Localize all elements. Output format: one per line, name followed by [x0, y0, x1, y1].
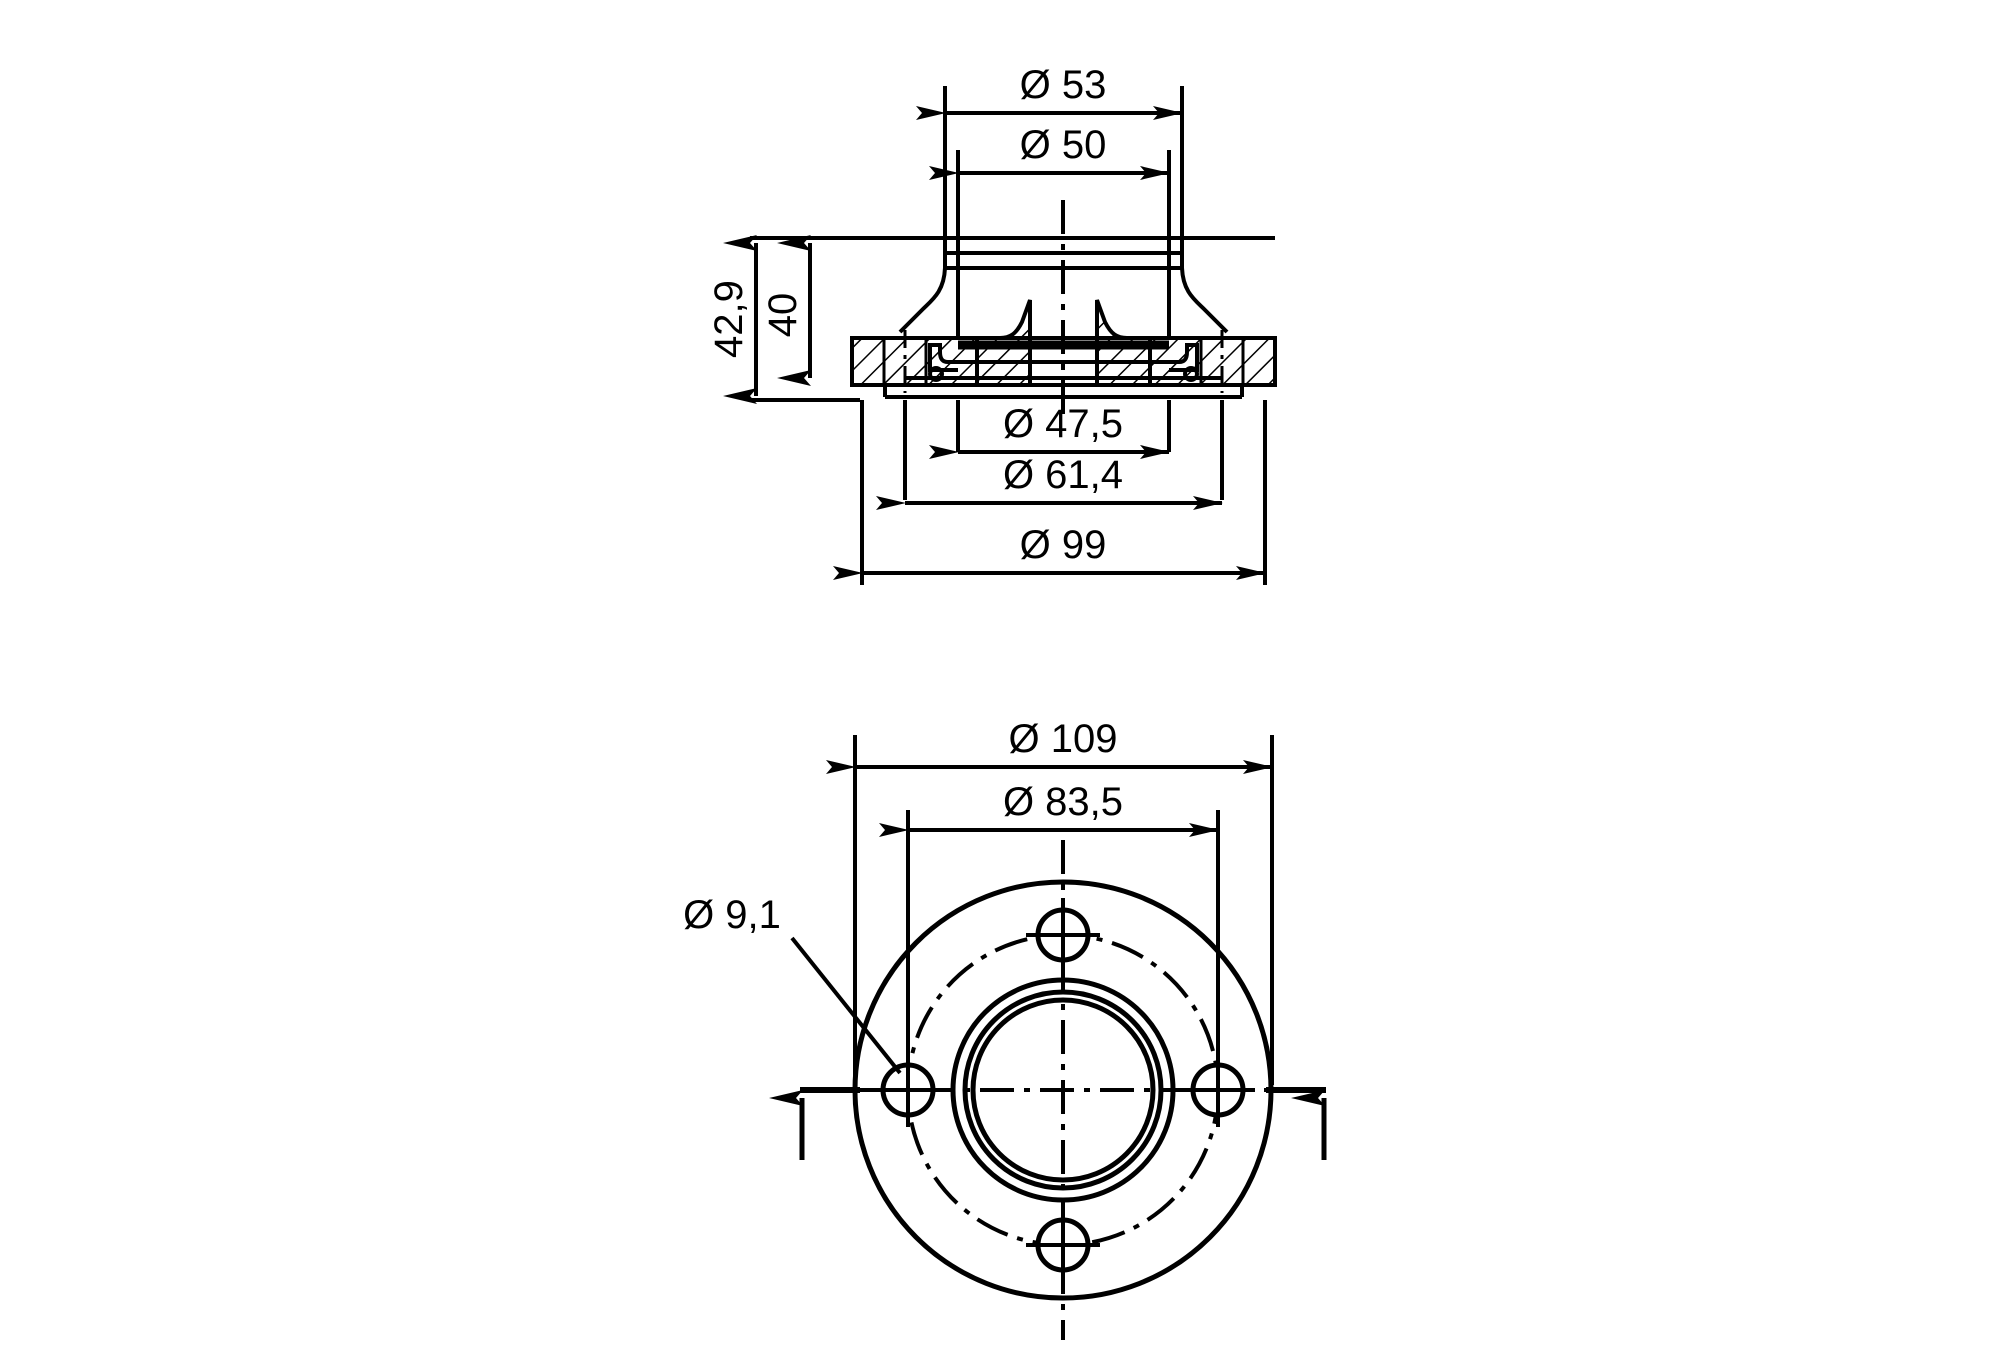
- dim-label-outer-tube-dia: Ø 53: [1020, 63, 1107, 107]
- dim-seat-dia: Ø 47,5: [929, 402, 1170, 459]
- dim-total-height: 42,9: [707, 235, 758, 404]
- dim-label-flange-dia-section: Ø 99: [1020, 523, 1107, 567]
- dim-shoulder-dia: Ø 61,4: [876, 453, 1223, 510]
- bolt-hole-left: [871, 1053, 945, 1127]
- dim-label-bolt-circle-dia: Ø 83,5: [1003, 780, 1123, 824]
- plan-extension-lines: [853, 735, 1274, 1090]
- dim-flange-to-top: 40: [761, 235, 812, 386]
- dim-label-bolt-hole-dia: Ø 9,1: [683, 893, 781, 937]
- dim-label-flange-outer-dia: Ø 109: [1009, 717, 1118, 761]
- bolt-hole-right: [1181, 1053, 1255, 1127]
- dim-label-inner-tube-dia: Ø 50: [1020, 123, 1107, 167]
- section-arrow-left: [769, 1087, 860, 1160]
- dim-bolt-hole-dia: Ø 9,1: [683, 893, 902, 1075]
- dim-label-flange-to-top: 40: [761, 293, 805, 338]
- dim-bolt-circle-dia: Ø 83,5: [879, 780, 1219, 837]
- dim-label-seat-dia: Ø 47,5: [1003, 402, 1123, 446]
- dim-outer-tube-dia: Ø 53: [916, 63, 1183, 120]
- section-view: Ø 53 Ø 50 42,9 40 Ø 47,5 Ø 61,4: [707, 63, 1277, 585]
- section-arrow-right: [1266, 1087, 1327, 1160]
- bore-circle-inner: [970, 997, 1156, 1183]
- dim-flange-dia-section: Ø 99: [833, 523, 1266, 580]
- dim-label-shoulder-dia: Ø 61,4: [1003, 453, 1123, 497]
- bolt-hole-bottom: [1026, 1208, 1100, 1282]
- plan-view: Ø 109 Ø 83,5: [683, 717, 1327, 1340]
- flange-bolt-centerlines: [882, 330, 1245, 393]
- dim-label-total-height: 42,9: [707, 280, 751, 358]
- dim-flange-outer-dia: Ø 109: [826, 717, 1273, 774]
- bolt-hole-top: [1026, 898, 1100, 972]
- dim-inner-tube-dia: Ø 50: [929, 123, 1170, 180]
